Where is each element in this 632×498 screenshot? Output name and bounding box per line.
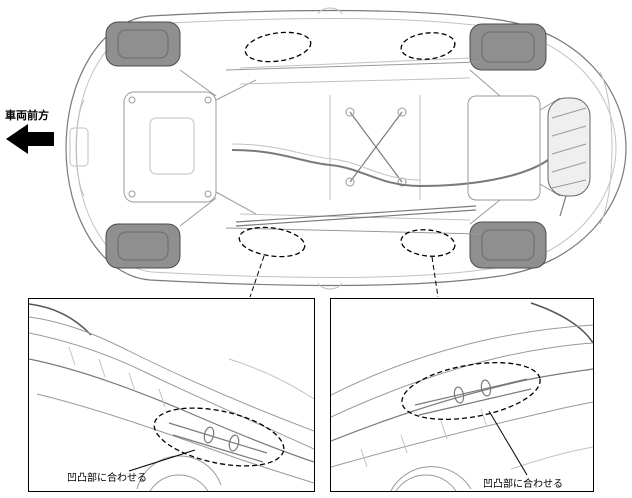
label-leader-left <box>128 449 196 472</box>
leader-to-right-detail <box>431 256 439 298</box>
sill-line-art-right <box>331 302 593 491</box>
detail-view-rear-jack-point: 凹凸部に合わせる <box>330 298 594 492</box>
front-left-wheel <box>105 21 181 67</box>
detail-view-front-jack-point: 凹凸部に合わせる <box>28 298 315 492</box>
front-subframe <box>69 69 257 227</box>
rear-left-wheel <box>469 23 547 71</box>
front-direction-arrow-icon <box>6 124 54 154</box>
rear-right-wheel <box>469 221 547 269</box>
exhaust-pipe <box>231 143 549 188</box>
align-label-left: 凹凸部に合わせる <box>67 471 147 484</box>
front-direction-label: 車両前方 <box>5 108 49 122</box>
floor-rails <box>225 57 481 235</box>
jack-point-ellipse-front-right <box>238 226 306 258</box>
front-right-wheel <box>105 223 181 269</box>
align-label-right: 凹凸部に合わせる <box>483 477 563 490</box>
jack-pad-marker-left <box>153 407 285 467</box>
jack-point-ellipse-rear-left <box>400 32 456 60</box>
jack-point-markers <box>238 31 456 298</box>
front-direction: 車両前方 <box>5 108 54 154</box>
wheels <box>105 21 547 269</box>
front-jack-point-art: 凹凸部に合わせる <box>29 303 314 491</box>
center-x-brace <box>345 107 407 187</box>
jack-pad-marker-right <box>401 362 541 420</box>
rear-subframe <box>467 69 561 225</box>
jack-point-ellipse-front-left <box>244 31 312 63</box>
sill-line-art-left <box>29 303 314 491</box>
car-underbody-view: 車両前方 <box>5 7 627 298</box>
leader-to-left-detail <box>249 255 265 298</box>
rear-muffler <box>547 97 591 217</box>
rear-jack-point-art: 凹凸部に合わせる <box>331 302 593 491</box>
label-leader-right <box>488 410 528 476</box>
jack-point-ellipse-rear-right <box>400 229 456 257</box>
